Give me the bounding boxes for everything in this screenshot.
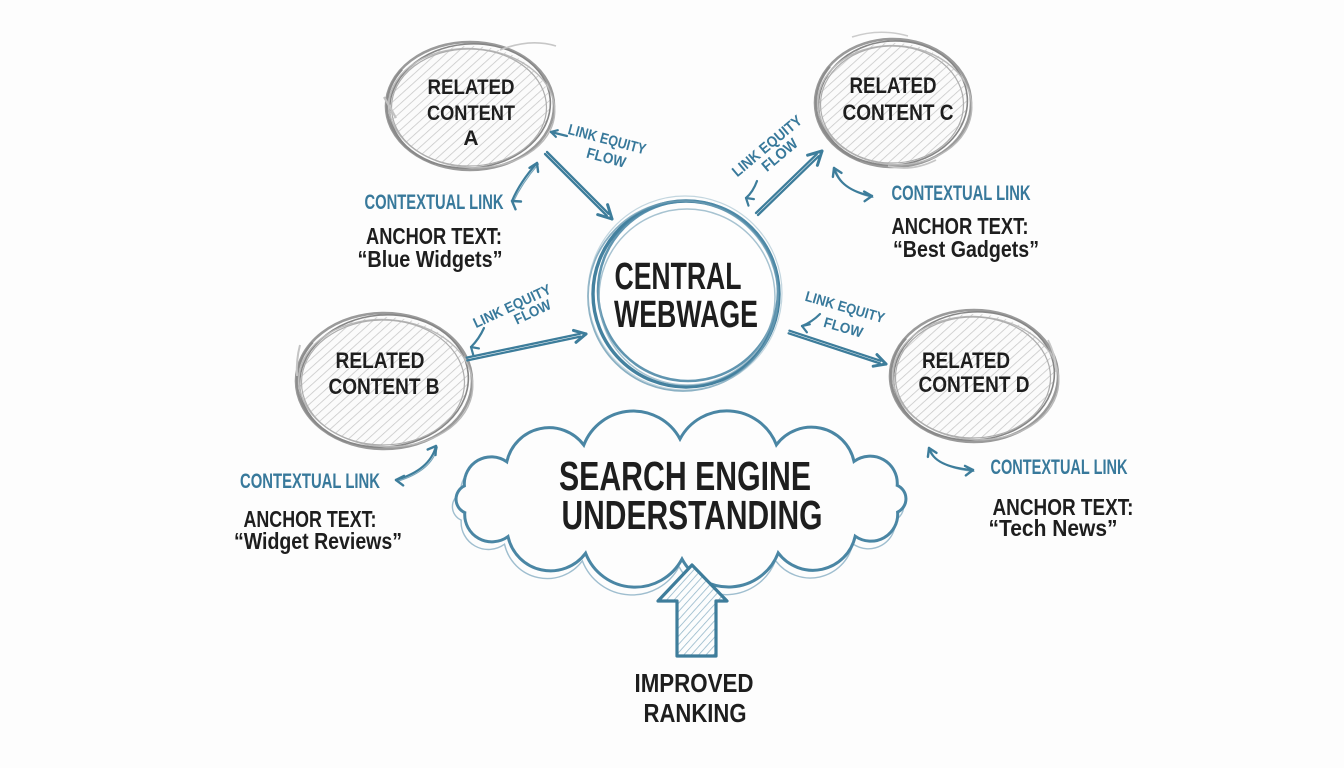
svg-text:CONTEXTUAL LINK: CONTEXTUAL LINK [240,470,380,493]
svg-text:A: A [463,127,478,150]
svg-text:“Tech News”: “Tech News” [989,515,1118,541]
svg-text:“Blue Widgets”: “Blue Widgets” [358,246,503,272]
svg-text:CONTENT: CONTENT [427,102,515,125]
svg-text:“Best Gadgets”: “Best Gadgets” [893,236,1039,262]
svg-text:CONTEXTUAL LINK: CONTEXTUAL LINK [991,456,1128,479]
svg-text:RELATED: RELATED [850,73,937,98]
svg-text:CENTRAL: CENTRAL [615,256,742,298]
svg-text:RELATED: RELATED [428,76,515,99]
svg-text:ANCHOR TEXT:: ANCHOR TEXT: [892,213,1029,239]
svg-text:CONTENT B: CONTENT B [329,374,440,399]
svg-text:CONTEXTUAL LINK: CONTEXTUAL LINK [892,182,1031,205]
svg-text:ANCHOR TEXT:: ANCHOR TEXT: [244,506,377,532]
svg-text:ANCHOR TEXT:: ANCHOR TEXT: [366,223,502,249]
svg-text:SEARCH ENGINE: SEARCH ENGINE [559,453,811,499]
svg-text:CONTENT D: CONTENT D [919,372,1030,397]
svg-text:CONTENT C: CONTENT C [843,100,954,125]
svg-text:ANCHOR TEXT:: ANCHOR TEXT: [993,494,1134,520]
svg-text:WEBWAGE: WEBWAGE [614,294,758,336]
svg-text:“Widget Reviews”: “Widget Reviews” [234,528,402,554]
svg-text:UNDERSTANDING: UNDERSTANDING [562,492,823,538]
svg-text:RELATED: RELATED [922,348,1010,373]
svg-text:RANKING: RANKING [644,698,747,728]
svg-text:CONTEXTUAL LINK: CONTEXTUAL LINK [365,191,504,214]
svg-text:IMPROVED: IMPROVED [635,668,754,698]
svg-text:RELATED: RELATED [336,348,425,373]
